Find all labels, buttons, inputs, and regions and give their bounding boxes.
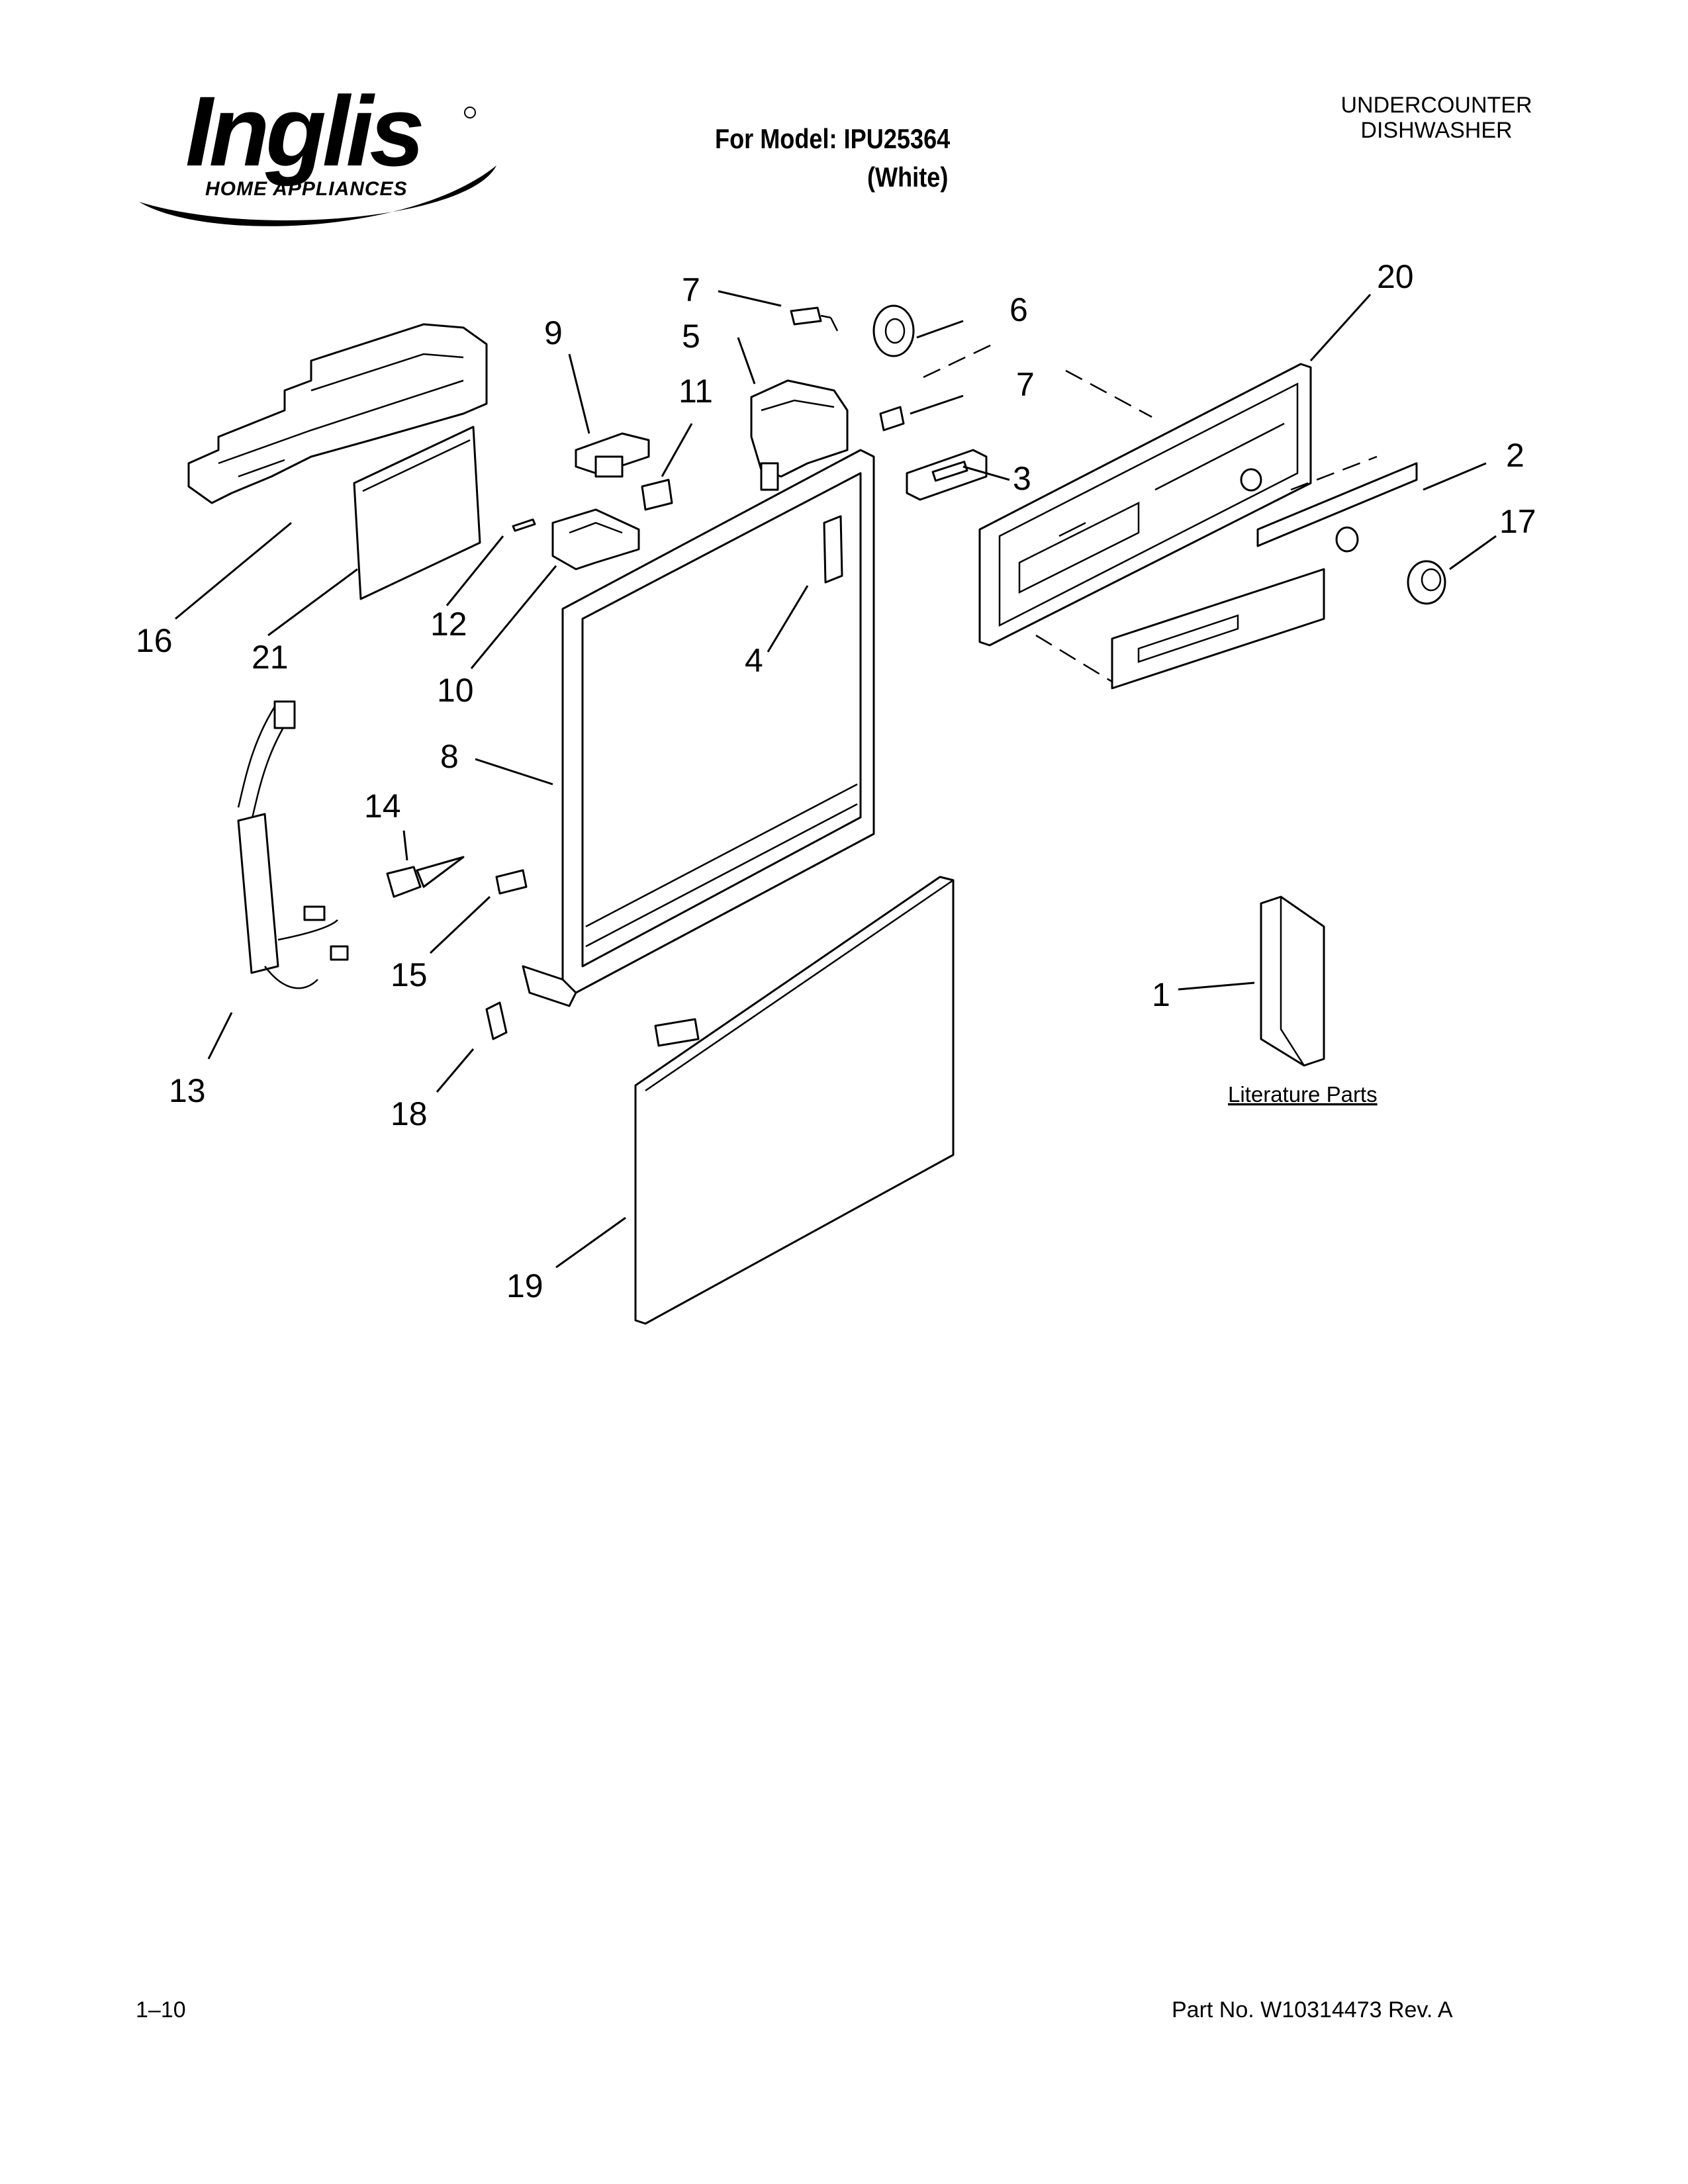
- callout-3: 3: [1013, 460, 1031, 497]
- callout-5: 5: [682, 318, 700, 355]
- callout-15: 15: [391, 956, 428, 993]
- callout-10: 10: [437, 672, 474, 709]
- part-6-dial: [872, 304, 915, 357]
- part-17-knob: [1407, 560, 1446, 605]
- callout-16: 16: [136, 622, 173, 659]
- part-10-latch-housing: [551, 508, 640, 570]
- part-7-screw-lower: [879, 406, 905, 432]
- callout-20: 20: [1377, 258, 1414, 295]
- callout-17: 17: [1499, 503, 1536, 540]
- part-9-latch: [575, 432, 650, 478]
- part-13-wire-harness: [237, 700, 349, 989]
- product-type: UNDERCOUNTER DISHWASHER: [1297, 93, 1575, 143]
- part-21-insulation-sheet: [353, 426, 481, 600]
- part-20-console: [978, 363, 1312, 647]
- callout-4: 4: [745, 642, 763, 679]
- callout-19: 19: [506, 1267, 543, 1304]
- callout-2: 2: [1506, 437, 1524, 474]
- color-line: (White): [867, 161, 949, 193]
- callout-1: 1: [1152, 976, 1170, 1013]
- leader-lines: [175, 290, 1497, 1269]
- callout-14: 14: [364, 788, 401, 825]
- part-14-sensor: [386, 856, 465, 898]
- callout-11: 11: [679, 373, 713, 410]
- callout-7-lower: 7: [1016, 366, 1035, 403]
- callout-7-upper: 7: [682, 271, 700, 308]
- logo-subtitle: HOME APPLIANCES: [205, 178, 408, 200]
- part-11-switch: [641, 478, 673, 511]
- part-7-screw-upper: [790, 306, 839, 332]
- part-8-door-frame: [522, 449, 875, 1007]
- product-type-line2: DISHWASHER: [1360, 118, 1513, 143]
- logo-wordmark: Inglis: [185, 86, 422, 187]
- part-18-clip: [485, 1001, 508, 1040]
- part-15-screw: [495, 869, 528, 895]
- callout-8: 8: [440, 738, 459, 775]
- registered-mark-icon: [464, 107, 476, 118]
- part-2-lower-insert: [1111, 568, 1325, 690]
- part-19-door-panel: [634, 876, 955, 1325]
- part-2-overlay: [1256, 462, 1418, 553]
- product-type-line1: UNDERCOUNTER: [1340, 93, 1532, 118]
- part-5-control-module: [750, 379, 849, 491]
- callout-21: 21: [252, 639, 289, 676]
- callout-9: 9: [544, 314, 563, 351]
- part-number: Part No. W10314473 Rev. A: [1172, 1997, 1453, 2023]
- callout-18: 18: [391, 1095, 428, 1132]
- literature-parts-label: Literature Parts: [1228, 1082, 1378, 1107]
- page-number: 1–10: [136, 1997, 186, 2023]
- callout-6: 6: [1009, 291, 1028, 328]
- inglis-logo: Inglis HOME APPLIANCES: [139, 86, 496, 226]
- part-3-bracket: [906, 449, 988, 501]
- model-line: For Model: IPU25364: [715, 123, 951, 154]
- part-12-actuator: [512, 518, 536, 532]
- part-1-literature: [1260, 895, 1325, 1067]
- callout-12: 12: [430, 606, 467, 643]
- part-16-vent-duct: [187, 323, 488, 504]
- callout-13: 13: [169, 1072, 206, 1109]
